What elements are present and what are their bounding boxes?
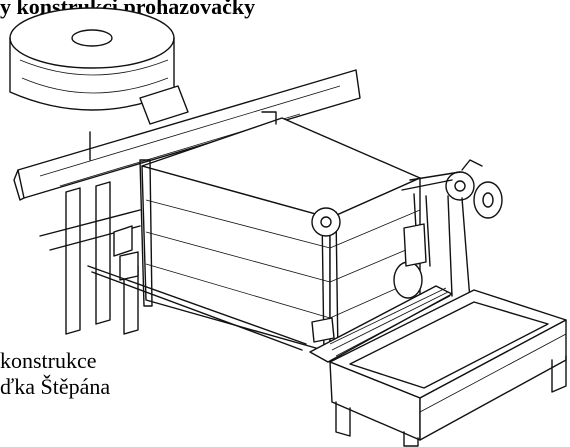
- grating-tray: [309, 285, 453, 363]
- caption-line-1: konstrukce: [0, 348, 97, 373]
- collecting-trough: [329, 289, 567, 447]
- left-frame: [39, 181, 141, 335]
- gear-wheels: [311, 171, 503, 299]
- caption-line-2: ďka Štěpána: [0, 374, 111, 399]
- millstone-drum: [9, 7, 189, 125]
- drive-assembly: [403, 159, 483, 301]
- bottom-rod: [87, 265, 335, 351]
